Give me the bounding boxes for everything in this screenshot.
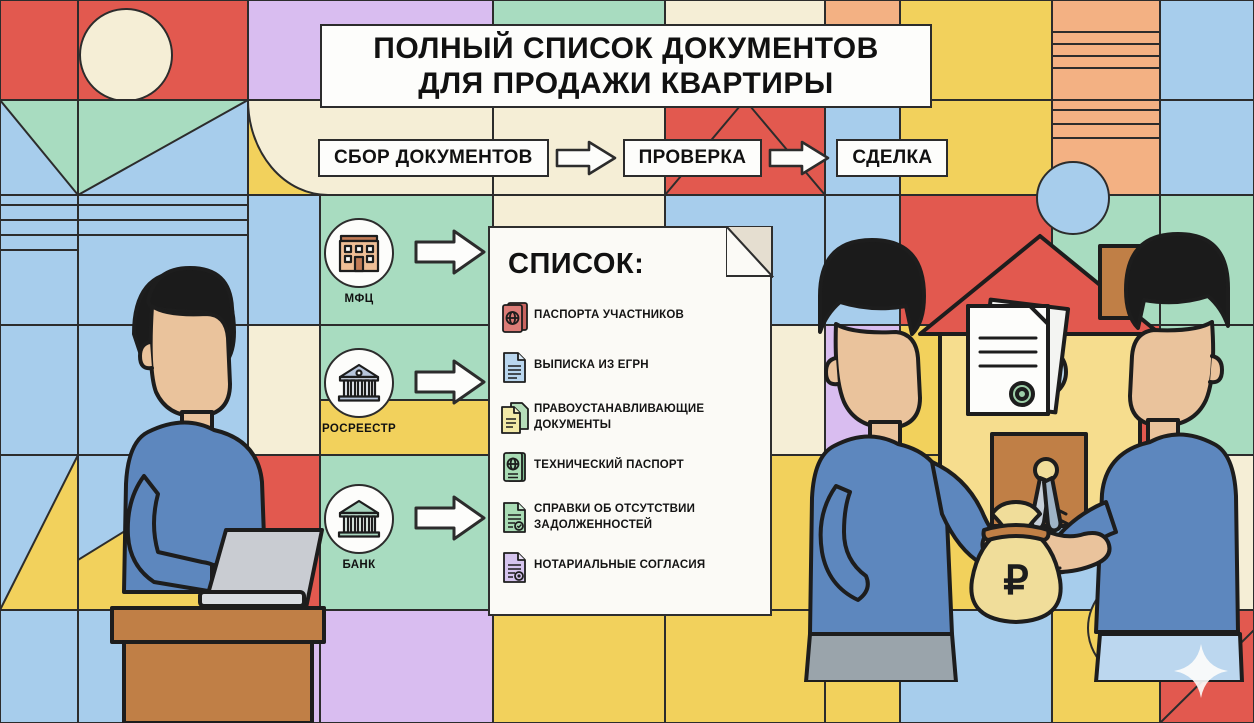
feed-arrow-rosreestr — [414, 358, 486, 411]
list-item[interactable]: НОТАРИАЛЬНЫЕ СОГЛАСИЯ — [500, 550, 770, 590]
panel-folded-corner — [723, 223, 775, 279]
list-item[interactable]: ВЫПИСКА ИЗ ЕГРН — [500, 350, 770, 390]
ruble-symbol: ₽ — [1003, 559, 1028, 603]
list-item[interactable]: ПАСПОРТА УЧАСТНИКОВ — [500, 300, 770, 340]
classical-building-icon — [324, 348, 394, 418]
institution-label: РОСРЕЕСТР — [322, 423, 397, 435]
documents-list-panel — [488, 226, 772, 616]
step-arrow-2 — [762, 138, 836, 178]
list-item[interactable]: СПРАВКИ ОБ ОТСУТСТВИИ ЗАДОЛЖЕННОСТЕЙ — [500, 500, 770, 540]
list-item-label: НОТАРИАЛЬНЫЕ СОГЛАСИЯ — [534, 559, 706, 571]
man-at-laptop-illustration — [90, 236, 330, 723]
title-line-2: ДЛЯ ПРОДАЖИ КВАРТИРЫ — [418, 67, 834, 100]
step-collect-documents[interactable]: СБОР ДОКУМЕНТОВ — [318, 139, 549, 177]
certificate-green-icon — [500, 500, 534, 540]
list-heading: СПИСОК: — [508, 248, 645, 280]
list-item-label: СПРАВКИ ОБ ОТСУТСТВИИ ЗАДОЛЖЕННОСТЕЙ — [534, 503, 696, 531]
list-item[interactable]: ТЕХНИЧЕСКИЙ ПАСПОРТ — [500, 450, 770, 490]
list-item-label: ВЫПИСКА ИЗ ЕГРН — [534, 359, 649, 371]
notary-purple-icon — [500, 550, 534, 590]
money-bag-ruble: ₽ — [969, 500, 1063, 624]
passport-green-icon — [500, 450, 534, 490]
list-item[interactable]: ПРАВОУСТАНАВЛИВАЮЩИЕ ДОКУМЕНТЫ — [500, 400, 770, 440]
institution-rosreestr[interactable]: РОСРЕЕСТР — [322, 348, 396, 435]
step-arrow-1 — [549, 138, 623, 178]
step-deal[interactable]: СДЕЛКА — [836, 139, 949, 177]
sparkle-icon — [1172, 642, 1230, 705]
contract-documents — [966, 297, 1071, 416]
documents-stack-icon — [500, 400, 534, 440]
bank-building-icon — [324, 484, 394, 554]
passport-red-icon — [500, 300, 534, 340]
step-verification[interactable]: ПРОВЕРКА — [622, 139, 763, 177]
document-seal — [1009, 381, 1035, 407]
institution-label: БАНК — [342, 559, 376, 571]
document-blue-icon — [500, 350, 534, 390]
page-title: ПОЛНЫЙ СПИСОК ДОКУМЕНТОВ ДЛЯ ПРОДАЖИ КВА… — [320, 24, 932, 108]
title-line-1: ПОЛНЫЙ СПИСОК ДОКУМЕНТОВ — [373, 31, 879, 65]
office-building-icon — [324, 218, 394, 288]
list-item-label: ТЕХНИЧЕСКИЙ ПАСПОРТ — [534, 459, 684, 471]
feed-arrow-mfc — [414, 228, 486, 281]
documents-list: ПАСПОРТА УЧАСТНИКОВ — [500, 300, 770, 600]
institution-mfc[interactable]: МФЦ — [322, 218, 396, 305]
list-item-label: ПРАВОУСТАНАВЛИВАЮЩИЕ ДОКУМЕНТЫ — [534, 403, 705, 431]
handshake-deal-illustration: ₽ — [800, 222, 1254, 687]
feed-arrow-bank — [414, 494, 486, 547]
institution-bank[interactable]: БАНК — [322, 484, 396, 571]
process-steps: СБОР ДОКУМЕНТОВ ПРОВЕРКА СДЕЛКА — [318, 138, 1038, 178]
institution-label: МФЦ — [344, 293, 374, 305]
list-item-label: ПАСПОРТА УЧАСТНИКОВ — [534, 309, 685, 321]
